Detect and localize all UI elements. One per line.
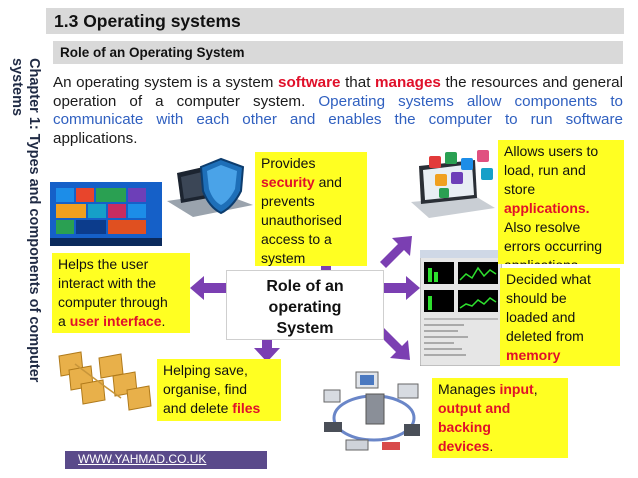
intro-blue-text: Operating systems allow components to co… bbox=[53, 92, 623, 129]
intro-text: the resources and general operation of a… bbox=[53, 74, 623, 110]
box-text: Also resolve bbox=[504, 219, 581, 235]
center-line-1: Role of an bbox=[266, 278, 344, 295]
intro-text: that bbox=[340, 74, 375, 91]
box-text: and delete bbox=[163, 400, 233, 416]
box-text: access to a bbox=[261, 231, 332, 247]
arrow-right-memory bbox=[384, 276, 420, 300]
box-text: Helping save, bbox=[163, 362, 248, 378]
chapter-title: Chapter 1: Types and components of compu… bbox=[9, 58, 42, 383]
keyword-files: files bbox=[232, 400, 261, 416]
box-text: , bbox=[533, 381, 538, 397]
slide-subtitle: Role of an Operating System bbox=[53, 41, 623, 64]
box-text: . bbox=[489, 438, 494, 454]
apps-laptop-image bbox=[411, 150, 495, 218]
user-interface-box: Helps the user interact with the compute… bbox=[52, 253, 190, 333]
keyword-security: security bbox=[261, 174, 315, 190]
applications-box: Allows users to load, run and store appl… bbox=[498, 140, 624, 264]
box-text: should be bbox=[506, 290, 567, 306]
box-text: computer through bbox=[58, 294, 168, 310]
box-text: interact with the bbox=[58, 275, 157, 291]
box-text: deleted from bbox=[506, 328, 584, 344]
box-text: Decided what bbox=[506, 271, 591, 287]
keyword-applications: applications. bbox=[504, 200, 590, 216]
box-text: Allows users to bbox=[504, 143, 599, 159]
keyword-devices: devices bbox=[438, 438, 490, 454]
arrow-upright-applications bbox=[380, 236, 412, 268]
keyword-input: input bbox=[499, 381, 534, 397]
box-text: a bbox=[58, 313, 70, 329]
intro-text: An operating system is a system bbox=[53, 74, 279, 91]
devices-box: Manages input, output and backing device… bbox=[432, 378, 568, 458]
box-text: Manages bbox=[438, 381, 500, 397]
keyword-memory: memory bbox=[506, 347, 561, 363]
arrow-down-files bbox=[254, 332, 280, 362]
slide-title: 1.3 Operating systems bbox=[46, 8, 624, 34]
chapter-sidebar: Chapter 1: Types and components of compu… bbox=[0, 0, 44, 478]
keyword-user-interface: user interface bbox=[69, 313, 162, 329]
center-line-3: System bbox=[276, 320, 334, 337]
intro-text: applications. bbox=[53, 129, 138, 147]
box-text: store bbox=[504, 181, 536, 197]
keyword-backing: backing bbox=[438, 419, 491, 435]
folders-image bbox=[58, 351, 152, 411]
intro-paragraph: An operating system is a system software… bbox=[53, 74, 623, 148]
box-text: prevents bbox=[261, 193, 315, 209]
box-text: Helps the user bbox=[58, 256, 149, 272]
box-text: applications bbox=[504, 256, 618, 264]
arrow-downright-devices bbox=[378, 328, 410, 360]
memory-box: Decided what should be loaded and delete… bbox=[500, 268, 620, 366]
box-text: . bbox=[161, 313, 166, 329]
security-box: Provides security and prevents unauthori… bbox=[255, 152, 367, 266]
center-line-2: operating bbox=[268, 299, 342, 316]
security-shield-laptop-image bbox=[167, 157, 253, 217]
files-box: Helping save, organise, find and delete … bbox=[157, 359, 281, 421]
network-devices-image bbox=[323, 371, 420, 451]
box-text: organise, find bbox=[163, 381, 248, 397]
box-text: unauthorised bbox=[261, 212, 342, 228]
box-text: system bbox=[261, 250, 306, 266]
footer-bar bbox=[65, 451, 267, 469]
box-text: errors occurring bbox=[504, 238, 603, 254]
task-manager-image bbox=[420, 250, 502, 366]
box-text: Provides bbox=[261, 155, 316, 171]
keyword-manages: manages bbox=[375, 74, 441, 91]
box-text: loaded and bbox=[506, 309, 576, 325]
footer-link[interactable]: WWW.YAHMAD.CO.UK bbox=[78, 452, 207, 466]
box-text: load, run and bbox=[504, 162, 586, 178]
windows-desktop-image bbox=[50, 182, 162, 246]
role-center-box: Role of an operating System bbox=[226, 270, 384, 340]
keyword-software: software bbox=[278, 74, 341, 91]
arrow-left-ui bbox=[190, 276, 226, 300]
box-text: and bbox=[314, 174, 342, 190]
keyword-output: output and bbox=[438, 400, 511, 416]
